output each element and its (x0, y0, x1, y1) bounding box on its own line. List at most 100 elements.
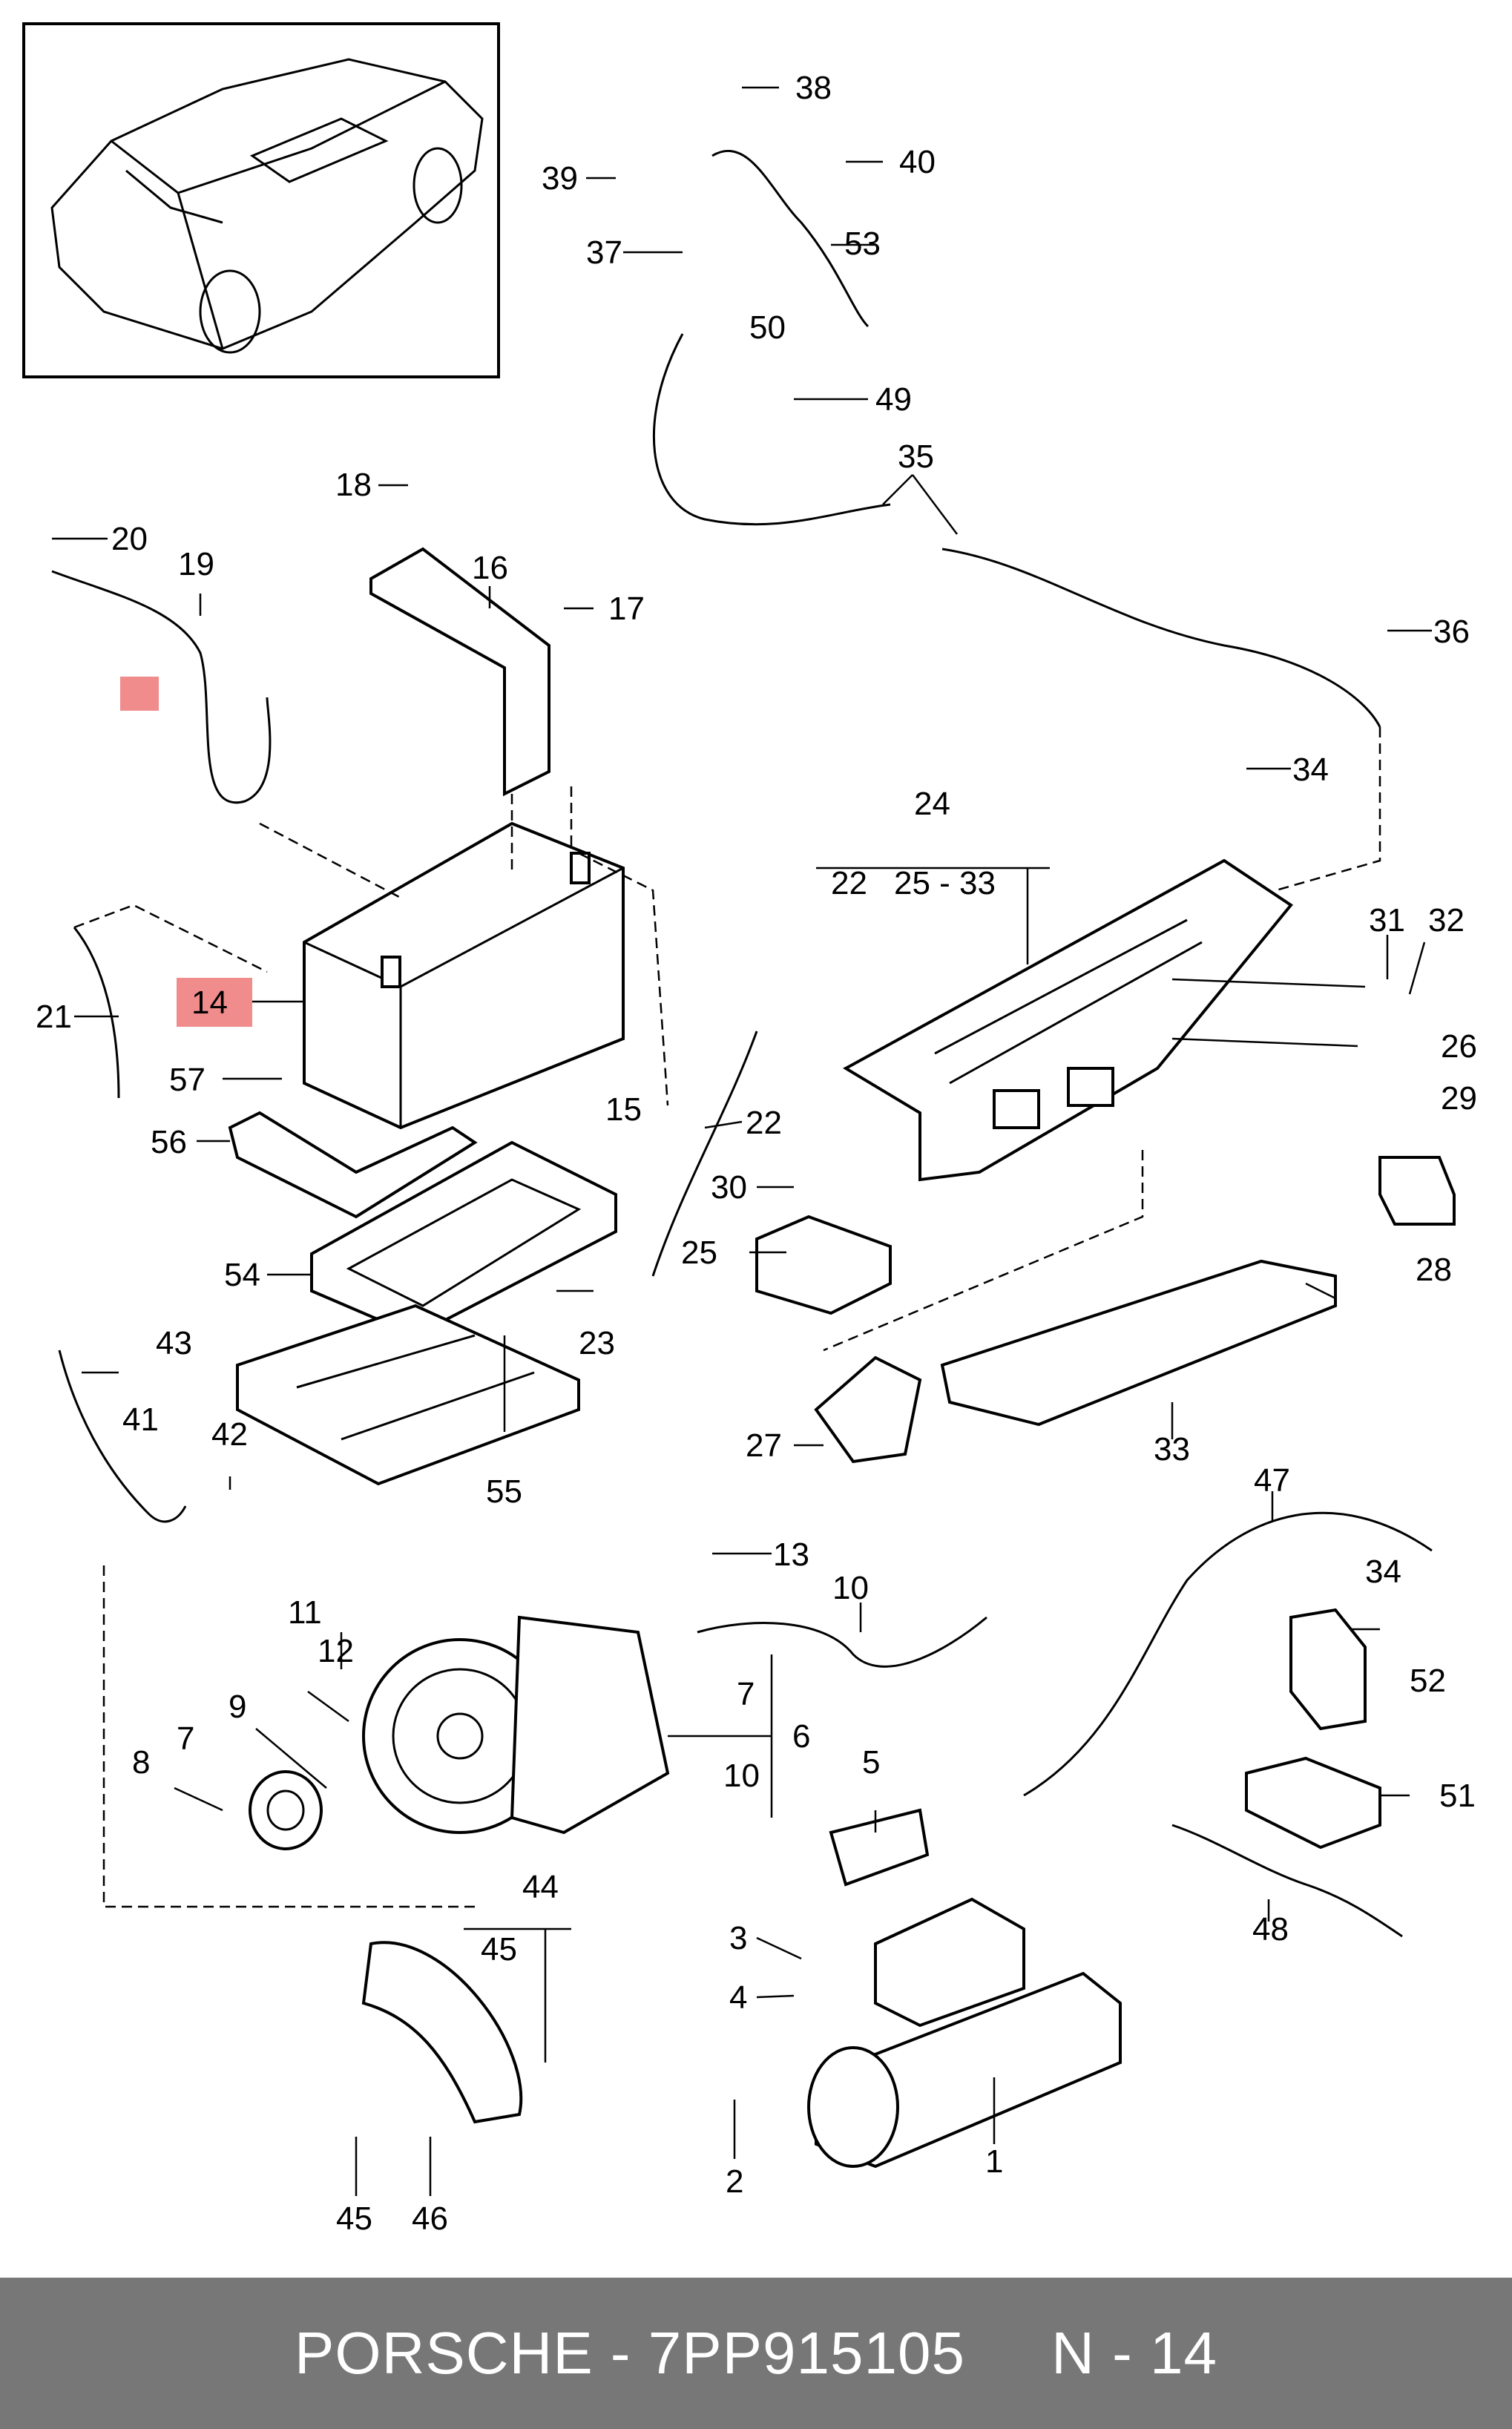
heat-shield-44[interactable] (361, 1941, 522, 2124)
label-3: 3 (729, 1920, 747, 1956)
label-22-group: 22 (831, 865, 867, 901)
label-23: 23 (579, 1325, 615, 1361)
label-2: 2 (726, 2163, 743, 2200)
leader-lines (52, 86, 1432, 2196)
label-53: 53 (844, 226, 881, 262)
label-56: 56 (151, 1124, 187, 1160)
label-51: 51 (1439, 1778, 1476, 1814)
label-17: 17 (608, 591, 645, 627)
battery-part-14[interactable] (303, 821, 625, 1130)
label-34-bottom: 34 (1365, 1554, 1401, 1590)
footer-separator: - (593, 2320, 648, 2386)
footer-caption: PORSCHE - 7PP915105 N - 14 (295, 2319, 1217, 2387)
label-21: 21 (36, 999, 72, 1035)
cable-35[interactable] (652, 333, 1381, 728)
label-11: 11 (288, 1594, 322, 1631)
label-48: 48 (1252, 1911, 1289, 1948)
carrier-frame-55[interactable] (236, 1304, 580, 1486)
label-43: 43 (156, 1325, 192, 1361)
label-42: 42 (211, 1416, 248, 1453)
bracket-56[interactable] (228, 1111, 478, 1219)
bracket-5[interactable] (829, 1808, 930, 1887)
label-31: 31 (1369, 902, 1405, 939)
relay-52[interactable] (1289, 1608, 1367, 1731)
starter-motor-1[interactable] (807, 1897, 1122, 2169)
label-15: 15 (605, 1091, 642, 1128)
cover-33[interactable] (940, 1259, 1337, 1427)
fuse-box-24[interactable] (842, 858, 1293, 1182)
vehicle-inset (22, 22, 500, 378)
label-28: 28 (1416, 1252, 1452, 1288)
label-5: 5 (862, 1744, 880, 1781)
terminal-28[interactable] (1378, 1156, 1456, 1226)
label-50: 50 (749, 309, 786, 346)
label-13: 13 (773, 1536, 809, 1573)
label-1: 1 (985, 2143, 1003, 2180)
label-29: 29 (1441, 1080, 1477, 1117)
cable-19[interactable] (51, 570, 272, 804)
label-22: 22 (746, 1105, 782, 1141)
label-46: 46 (412, 2200, 448, 2237)
bracket-27[interactable] (814, 1355, 922, 1464)
label-6: 6 (792, 1718, 810, 1755)
footer-bar: PORSCHE - 7PP915105 N - 14 (0, 2278, 1512, 2429)
pulley-7[interactable] (249, 1770, 323, 1850)
label-27: 27 (746, 1427, 782, 1464)
label-54: 54 (224, 1257, 260, 1293)
label-52: 52 (1410, 1663, 1446, 1699)
label-34-top: 34 (1292, 752, 1329, 788)
label-38: 38 (795, 70, 832, 106)
label-12: 12 (318, 1633, 354, 1669)
footer-brand: PORSCHE (295, 2320, 594, 2386)
label-45: 45 (336, 2200, 372, 2237)
label-20: 20 (111, 521, 148, 557)
label-40: 40 (899, 144, 936, 180)
label-7-group: 7 (737, 1676, 755, 1712)
label-57: 57 (169, 1062, 206, 1098)
highlight-box-14[interactable] (177, 978, 252, 1027)
label-33: 33 (1154, 1431, 1190, 1467)
label-44: 44 (522, 1869, 559, 1905)
label-14[interactable]: 14 (191, 985, 228, 1021)
label-41: 41 (122, 1401, 159, 1438)
footer-reference: N - 14 (1051, 2320, 1217, 2386)
label-8: 8 (132, 1744, 150, 1781)
label-25-33: 25 - 33 (894, 865, 996, 901)
label-45-group: 45 (481, 1931, 517, 1968)
label-26: 26 (1441, 1028, 1477, 1065)
assembly-lines (73, 727, 1381, 1908)
holder-51[interactable] (1245, 1756, 1381, 1850)
cable-47[interactable] (1023, 1511, 1433, 1797)
footer-gap (965, 2320, 1051, 2386)
label-10-group: 10 (723, 1758, 760, 1794)
label-24: 24 (914, 786, 950, 822)
cable-21[interactable] (73, 927, 120, 1099)
battery-holder-16[interactable] (369, 547, 550, 797)
cable-10[interactable] (697, 1616, 987, 1668)
label-32: 32 (1428, 902, 1465, 939)
label-18: 18 (335, 467, 372, 503)
label-4: 4 (729, 1979, 747, 2016)
footer-part-number: 7PP915105 (648, 2320, 965, 2386)
label-9: 9 (229, 1689, 246, 1725)
cable-53[interactable] (711, 150, 870, 328)
label-16: 16 (472, 550, 508, 586)
label-10: 10 (832, 1570, 869, 1606)
cable-48[interactable] (1171, 1824, 1403, 1938)
module-25[interactable] (755, 1214, 892, 1315)
label-19: 19 (178, 546, 214, 582)
parts-diagram: 38 40 39 37 53 50 49 35 18 20 19 16 17 3… (22, 22, 1477, 2237)
highlight-marker (120, 677, 159, 711)
label-7: 7 (177, 1720, 194, 1757)
label-37: 37 (586, 234, 622, 271)
alternator-6[interactable] (362, 1615, 670, 1835)
label-36: 36 (1433, 614, 1470, 650)
label-35: 35 (898, 438, 934, 475)
label-25: 25 (681, 1235, 717, 1271)
cable-22[interactable] (651, 1031, 758, 1277)
label-55: 55 (486, 1473, 522, 1510)
battery-tray-54[interactable] (310, 1140, 617, 1338)
label-47: 47 (1254, 1462, 1290, 1499)
label-49: 49 (875, 381, 912, 418)
cable-41[interactable] (58, 1350, 187, 1523)
